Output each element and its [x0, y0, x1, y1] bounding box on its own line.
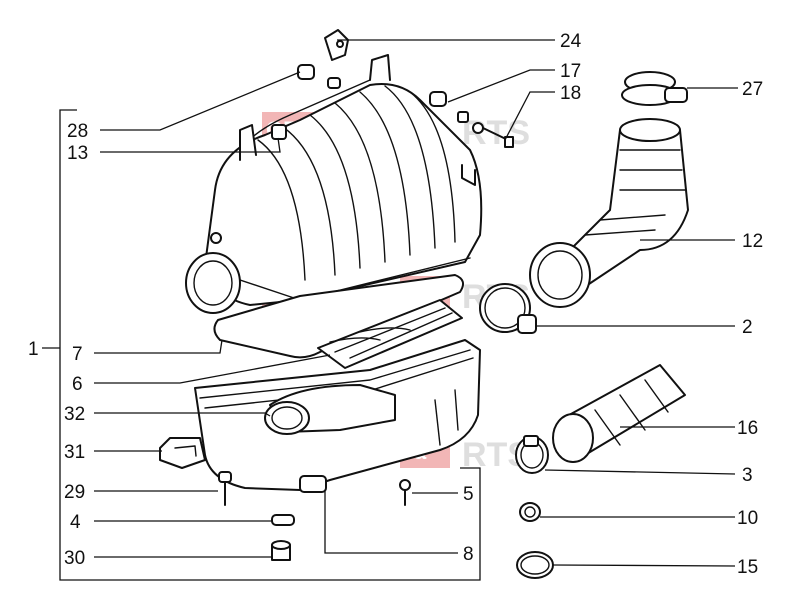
callout-32: 32	[64, 404, 85, 425]
drain-valve	[299, 475, 327, 493]
intake-elbow-pipe	[529, 118, 689, 308]
screw-short	[399, 479, 411, 506]
air-filter-lower-housing	[194, 339, 481, 491]
callout-15: 15	[737, 557, 758, 578]
top-fittings	[271, 29, 514, 148]
svg-text:RTS: RTS	[462, 114, 530, 152]
callout-4: 4	[70, 512, 81, 533]
callout-3: 3	[742, 465, 753, 486]
callout-2: 2	[742, 317, 753, 338]
callout-7: 7	[72, 344, 83, 365]
callout-8: 8	[463, 544, 474, 565]
callout-5: 5	[463, 484, 474, 505]
small-clip	[271, 514, 295, 526]
callout-28: 28	[67, 121, 88, 142]
callout-31: 31	[64, 442, 85, 463]
hose-clamp-large	[621, 71, 688, 106]
spring-clip	[516, 551, 554, 579]
screw-long	[218, 471, 232, 506]
leader-lines	[94, 39, 738, 567]
callout-30: 30	[64, 548, 85, 569]
callout-17: 17	[560, 61, 581, 82]
intake-hose-straight	[552, 364, 686, 463]
grommet	[519, 502, 541, 522]
callout-labels: 24 17 18 27 28 13 12 1 2 7 6 32 16 31 3 …	[28, 31, 763, 578]
callout-18: 18	[560, 83, 581, 104]
hose-clamp-small	[515, 435, 549, 474]
hose-clamp-medium	[479, 283, 537, 334]
callout-10: 10	[737, 508, 758, 529]
filter-element	[317, 299, 463, 369]
gasket-seal	[213, 274, 465, 359]
callout-12: 12	[742, 231, 763, 252]
group-bracket	[42, 109, 481, 581]
callout-24: 24	[560, 31, 582, 52]
rubber-cap	[271, 540, 291, 561]
callout-29: 29	[64, 482, 85, 503]
callout-13: 13	[67, 143, 88, 164]
callout-27: 27	[742, 79, 763, 100]
callout-16: 16	[737, 418, 758, 439]
mounting-bracket	[159, 437, 206, 469]
callout-1: 1	[28, 339, 39, 360]
callout-6: 6	[72, 374, 83, 395]
